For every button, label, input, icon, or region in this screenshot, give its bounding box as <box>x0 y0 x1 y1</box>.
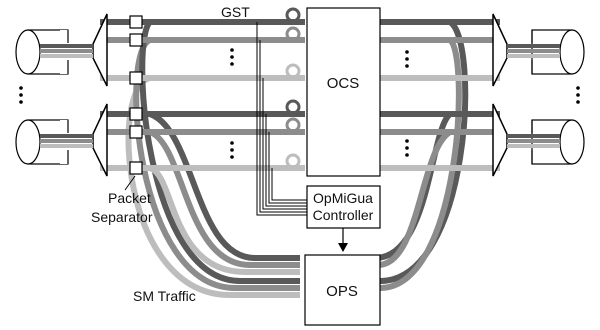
packet-separators <box>129 15 143 175</box>
packet-separator-label-line1: Packet <box>108 190 151 206</box>
node-cylinder-icon <box>507 119 585 165</box>
vertical-ellipsis-icon <box>405 139 409 157</box>
sm-path-right-2 <box>360 37 462 291</box>
arrow-down-icon <box>338 243 348 252</box>
sm-path-bot-1 <box>148 165 300 275</box>
packet-separator-leader <box>124 175 136 191</box>
delay-loop-icon <box>285 99 301 115</box>
controller-box <box>306 185 381 229</box>
sm-path-bot-2 <box>148 129 300 268</box>
ocs-label: OCS <box>327 75 360 92</box>
vertical-ellipsis-icon <box>405 50 409 68</box>
packet-separator-box <box>129 125 143 139</box>
sm-traffic-label: SM Traffic <box>133 288 196 304</box>
node-cylinder-icon <box>15 29 93 75</box>
opmigua-controller: OpMiGua Controller <box>306 185 381 229</box>
controller-label-line1: OpMiGua <box>313 190 373 206</box>
mux-icon <box>492 13 508 87</box>
delay-loop-icon <box>285 7 301 23</box>
control-lines <box>256 22 307 216</box>
demux-icon <box>92 13 108 87</box>
vertical-ellipsis-icon <box>230 141 234 159</box>
vertical-ellipsis-icon <box>19 86 23 104</box>
right-demux <box>492 13 508 177</box>
right-fiber-lines <box>380 19 500 171</box>
vertical-ellipsis-icon <box>230 48 234 66</box>
packet-separator-box <box>129 161 143 175</box>
controller-label-line2: Controller <box>313 207 374 223</box>
vertical-ellipsis-icon <box>576 86 580 104</box>
delay-loop-icon <box>285 153 301 169</box>
packet-separator-box <box>129 33 143 47</box>
demux-icon <box>92 103 108 177</box>
sm-path-right-4 <box>360 129 452 268</box>
packet-separator-box <box>129 107 143 121</box>
node-cylinder-icon <box>507 29 585 75</box>
ocs-switch: OCS <box>306 7 381 177</box>
ops-box <box>304 254 381 326</box>
packet-separator-box <box>129 71 143 85</box>
ellipsis-dots <box>19 48 580 159</box>
delay-loop-icon <box>285 63 301 79</box>
gst-delay-loops <box>285 7 301 169</box>
sm-path-bot-3 <box>148 111 300 261</box>
left-demux <box>92 13 108 177</box>
delay-loop-icon <box>285 26 301 42</box>
controller-to-ops-arrow <box>338 228 348 252</box>
sm-path-right-3 <box>360 111 453 261</box>
left-nodes <box>15 29 93 165</box>
ops-label: OPS <box>326 283 358 300</box>
packet-separator-label-line2: Separator <box>91 209 153 225</box>
ocs-box <box>306 7 381 177</box>
delay-loop-icon <box>285 117 301 133</box>
packet-separator-box <box>129 15 143 29</box>
gst-label: GST <box>221 4 250 20</box>
node-cylinder-icon <box>15 119 93 165</box>
mux-icon <box>492 103 508 177</box>
right-nodes <box>507 29 585 165</box>
ops-switch: OPS <box>304 254 381 326</box>
